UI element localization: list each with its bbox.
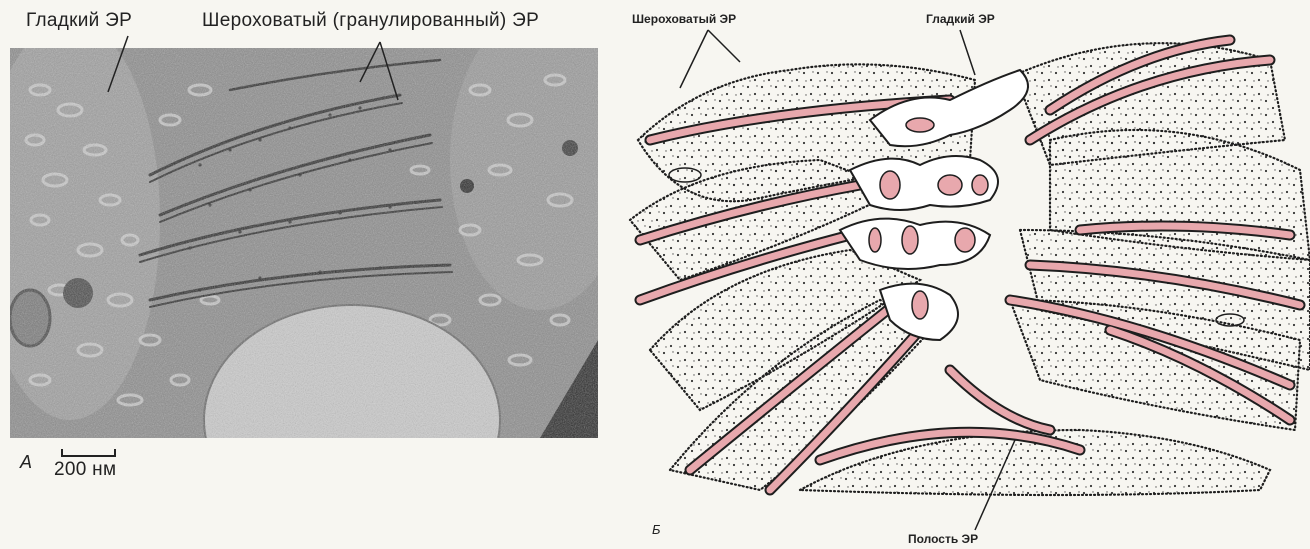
label-smooth-er: Гладкий ЭР: [26, 10, 132, 32]
label-rough-er-schematic: Шероховатый ЭР: [632, 12, 736, 26]
micrograph-panel: Гладкий ЭР Шероховатый (гранулированный)…: [0, 0, 620, 549]
label-er-lumen: Полость ЭР: [908, 532, 978, 546]
er-schematic: [620, 0, 1310, 549]
label-smooth-er-schematic: Гладкий ЭР: [926, 12, 995, 26]
schematic-panel: Шероховатый ЭР Гладкий ЭР Б Полость ЭР: [620, 0, 1310, 549]
scale-bar: [62, 449, 115, 457]
scale-bar-label: 200 нм: [54, 459, 116, 481]
panel-letter-a: A: [20, 452, 32, 473]
panel-letter-b: Б: [652, 522, 660, 537]
label-rough-er: Шероховатый (гранулированный) ЭР: [202, 10, 539, 32]
